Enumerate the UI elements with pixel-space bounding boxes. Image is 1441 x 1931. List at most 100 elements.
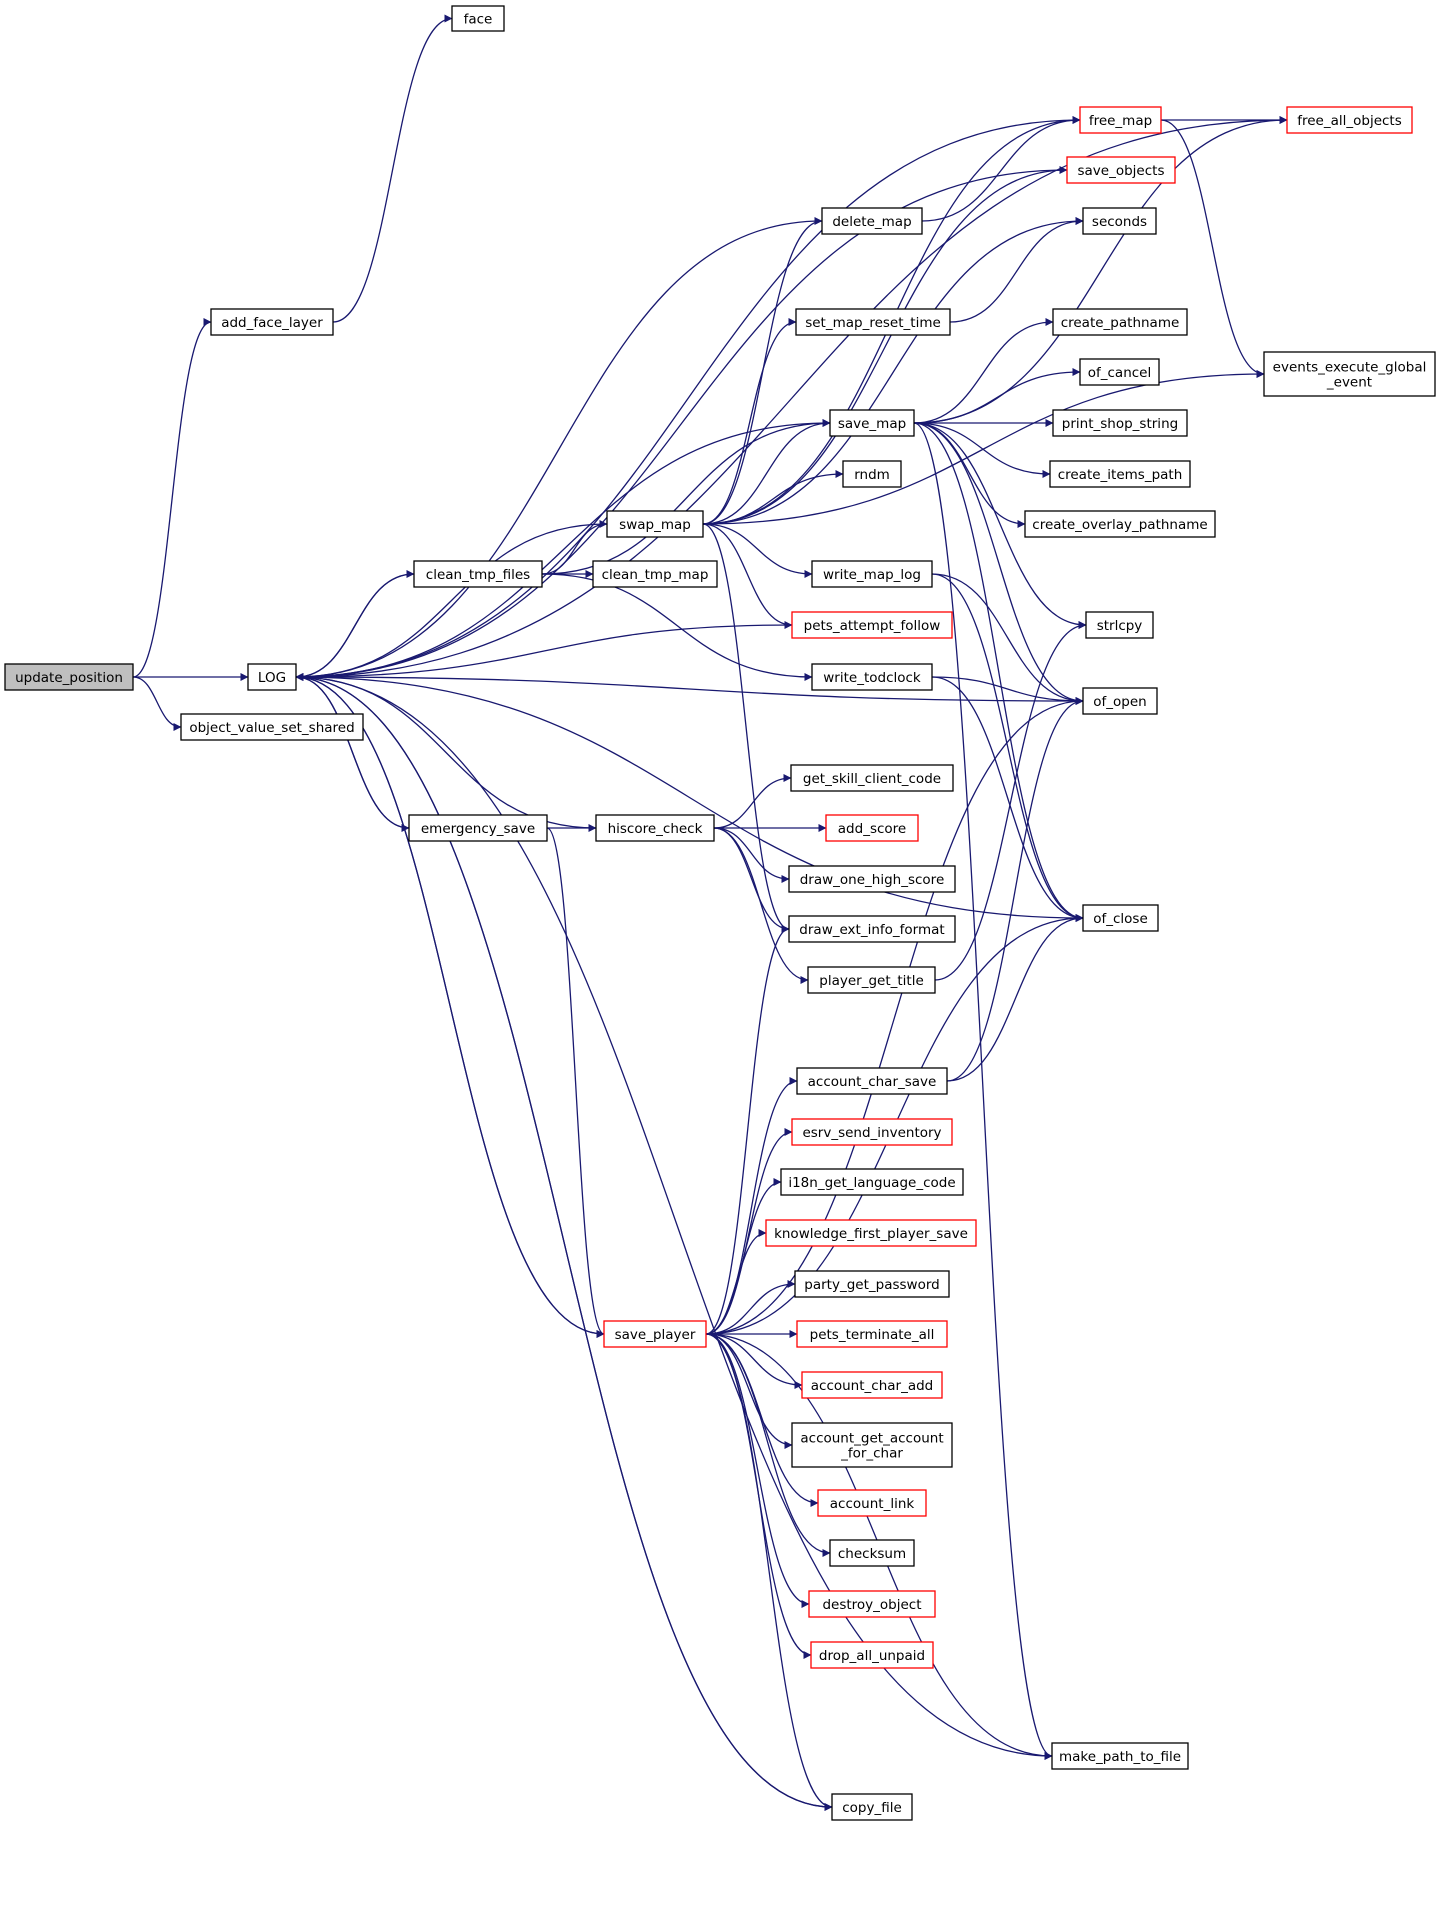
node-label: seconds [1092,214,1147,230]
node-box [1079,106,1162,134]
node-box [1066,156,1176,184]
node-box [842,460,902,488]
node-update-position[interactable]: update_position [4,663,134,691]
node-account-link[interactable]: account_link [817,1489,927,1517]
node-label: checksum [838,1546,906,1562]
node-delete-map[interactable]: delete_map [821,207,923,235]
node-box [413,560,543,588]
node-clean-tmp-files[interactable]: clean_tmp_files [413,560,543,588]
node-box [765,1219,977,1247]
edge-save-player-to-account-char-save [705,1077,798,1335]
edge-clean-tmp-files-to-swap-map [541,520,608,575]
node-label: save_objects [1078,163,1165,179]
node-label: drop_all_unpaid [819,1648,925,1664]
node-free-map[interactable]: free_map [1079,106,1162,134]
node-emergency-save[interactable]: emergency_save [408,814,548,842]
node-strlcpy[interactable]: strlcpy [1085,611,1154,639]
node-copy-file[interactable]: copy_file [831,1793,913,1821]
node-object-value-set-shared[interactable]: object_value_set_shared [180,713,364,741]
node-set-map-reset-time[interactable]: set_map_reset_time [795,308,951,336]
node-destroy-object[interactable]: destroy_object [808,1590,936,1618]
node-box [829,1539,915,1567]
node-pets-terminate-all[interactable]: pets_terminate_all [796,1320,948,1348]
node-save-player[interactable]: save_player [603,1320,707,1348]
node-create-items-path[interactable]: create_items_path [1049,460,1191,488]
node-make-path-to-file[interactable]: make_path_to_file [1051,1742,1189,1770]
node-drop-all-unpaid[interactable]: drop_all_unpaid [810,1641,934,1669]
node-box [1085,611,1154,639]
node-label: write_map_log [823,567,921,583]
node-LOG[interactable]: LOG [247,663,297,691]
node-label: esrv_send_inventory [802,1125,941,1141]
node-get-skill-client-code[interactable]: get_skill_client_code [790,764,954,792]
edge-save-map-to-of-cancel [913,368,1081,424]
edge-update-position-to-object-value-set-shared [132,676,182,731]
edge-add-face-layer-to-face [332,14,453,323]
node-label: print_shop_string [1062,416,1178,432]
edge-save-player-to-party-get-password [705,1280,796,1335]
edge-save-player-to-i18n-get-language-code [705,1178,782,1335]
node-save-map[interactable]: save_map [829,409,915,437]
node-label: save_map [838,416,906,432]
node-add-score[interactable]: add_score [825,814,919,842]
node-label: party_get_password [804,1277,939,1293]
node-checksum[interactable]: checksum [829,1539,915,1567]
node-box [790,764,954,792]
node-free-all-objects[interactable]: free_all_objects [1286,106,1413,134]
node-of-open[interactable]: of_open [1082,687,1158,715]
node-knowledge-first-player-save[interactable]: knowledge_first_player_save [765,1219,977,1247]
node-pets-attempt-follow[interactable]: pets_attempt_follow [791,611,953,639]
node-label: draw_one_high_score [800,872,945,888]
node-seconds[interactable]: seconds [1082,207,1157,235]
edge-player-get-title-to-strlcpy [934,621,1087,981]
node-party-get-password[interactable]: party_get_password [794,1270,950,1298]
edge-save-map-to-LOG [295,422,831,681]
node-label: update_position [15,670,123,686]
node-account-char-add[interactable]: account_char_add [801,1371,943,1399]
node-account-get-account-for-char[interactable]: account_get_account_for_char [791,1422,953,1468]
node-i18n-get-language-code[interactable]: i18n_get_language_code [780,1168,964,1196]
edge-swap-map-to-draw-ext-info-format [702,523,790,933]
node-label: i18n_get_language_code [788,1175,955,1191]
node-create-overlay-pathname[interactable]: create_overlay_pathname [1024,510,1216,538]
node-rndm[interactable]: rndm [842,460,902,488]
node-player-get-title[interactable]: player_get_title [807,966,936,994]
node-draw-one-high-score[interactable]: draw_one_high_score [788,865,956,893]
node-of-close[interactable]: of_close [1082,904,1159,932]
node-label: _event [1326,375,1372,391]
node-print-shop-string[interactable]: print_shop_string [1052,409,1188,437]
node-box [1049,460,1191,488]
node-label: player_get_title [819,973,924,989]
node-box [831,1793,913,1821]
node-swap-map[interactable]: swap_map [606,510,704,538]
node-label: add_face_layer [221,315,323,331]
node-draw-ext-info-format[interactable]: draw_ext_info_format [788,915,956,943]
node-label: free_map [1089,113,1152,129]
node-label: free_all_objects [1297,113,1402,129]
node-label: create_items_path [1058,467,1183,483]
node-events-execute-global-event[interactable]: events_execute_global_event [1263,351,1436,397]
edge-hiscore-check-to-player-get-title [713,827,809,984]
node-add-face-layer[interactable]: add_face_layer [210,308,334,336]
node-box [1051,1742,1189,1770]
node-write-todclock[interactable]: write_todclock [811,663,933,691]
node-label: knowledge_first_player_save [774,1226,968,1242]
edge-save-objects-to-LOG [295,169,1068,681]
node-box [811,560,933,588]
node-label: add_score [838,821,906,837]
node-account-char-save[interactable]: account_char_save [796,1067,948,1095]
node-label: make_path_to_file [1059,1749,1181,1765]
node-hiscore-check[interactable]: hiscore_check [595,814,715,842]
node-box [810,1641,934,1669]
node-of-cancel[interactable]: of_cancel [1079,358,1160,386]
node-box [1082,687,1158,715]
node-create-pathname[interactable]: create_pathname [1052,308,1188,336]
node-esrv-send-inventory[interactable]: esrv_send_inventory [791,1118,953,1146]
node-face[interactable]: face [451,5,505,32]
edge-LOG-to-of-close [295,676,1084,922]
node-clean-tmp-map[interactable]: clean_tmp_map [592,560,718,588]
node-box [825,814,919,842]
node-save-objects[interactable]: save_objects [1066,156,1176,184]
edge-save-map-to-strlcpy [913,422,1087,629]
node-write-map-log[interactable]: write_map_log [811,560,933,588]
